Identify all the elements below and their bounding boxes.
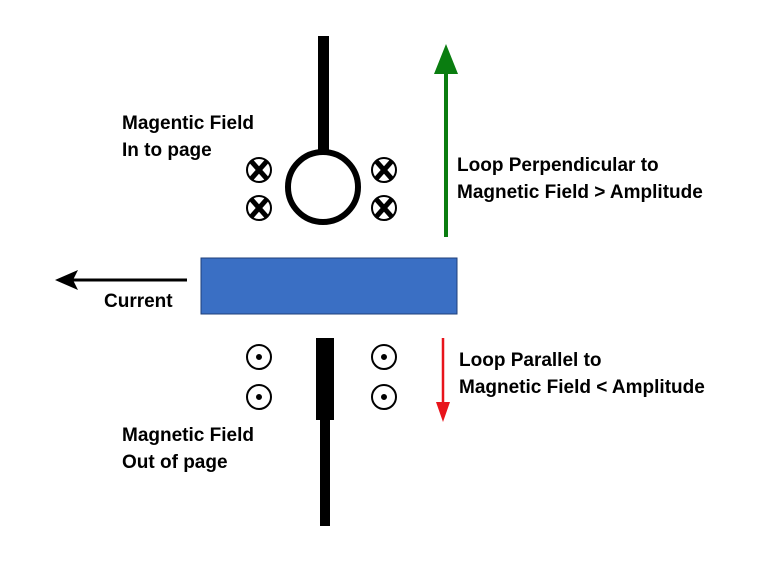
amplitude-down-arrow (436, 338, 450, 422)
wire-loop (285, 149, 361, 225)
parallel-label-line2: Magnetic Field < Amplitude (459, 377, 705, 398)
field-out-label-line1: Magnetic Field (122, 425, 254, 446)
field-into-page-icons (246, 157, 397, 221)
upper-wire (318, 36, 329, 152)
field-out-label-line2: Out of page (122, 452, 228, 473)
field-out-label: Magnetic Field Out of page (122, 422, 254, 476)
cross-icon (371, 157, 397, 183)
conductor-bar (200, 257, 458, 315)
dot-icon (371, 344, 397, 370)
perpendicular-label-line1: Loop Perpendicular to (457, 155, 659, 176)
field-in-label: Magentic Field In to page (122, 110, 254, 164)
lower-wire (320, 418, 330, 526)
field-in-label-line2: In to page (122, 140, 212, 161)
perpendicular-label: Loop Perpendicular to Magnetic Field > A… (457, 152, 703, 206)
field-out-of-page-icons (246, 344, 397, 410)
dot-icon (371, 384, 397, 410)
dot-icon (246, 344, 272, 370)
current-arrow (55, 270, 187, 290)
amplitude-up-arrow (434, 44, 458, 237)
parallel-label-line1: Loop Parallel to (459, 350, 602, 371)
parallel-label: Loop Parallel to Magnetic Field < Amplit… (459, 347, 705, 401)
cross-icon (371, 195, 397, 221)
perpendicular-label-line2: Magnetic Field > Amplitude (457, 182, 703, 203)
lower-wire-thick (316, 338, 334, 420)
dot-icon (246, 384, 272, 410)
cross-icon (246, 157, 272, 183)
current-label: Current (104, 291, 173, 312)
field-in-label-line1: Magentic Field (122, 113, 254, 134)
cross-icon (246, 195, 272, 221)
